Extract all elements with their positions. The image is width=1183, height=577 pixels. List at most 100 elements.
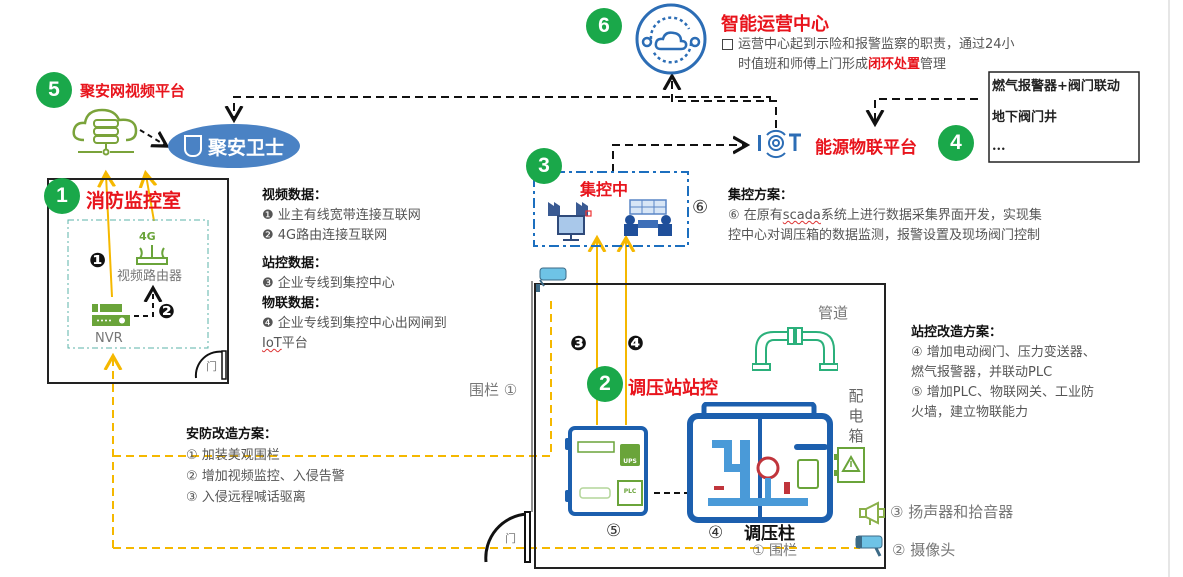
bullet-square-icon	[722, 39, 733, 50]
iot-data-item-rest: 平台	[281, 336, 308, 351]
video-data-header: 视频数据：	[262, 188, 328, 203]
security-plan-header: 安防改造方案：	[186, 427, 278, 442]
legend-speaker: ③ 扬声器和拾音器	[890, 503, 1014, 521]
nvr-label: NVR	[95, 331, 123, 346]
central-plan-suffix: 系统上进行数据采集界面开发，实现集	[820, 208, 1042, 223]
iot-source-item: ...	[992, 139, 1006, 154]
station-plan: 站控改造方案： ④ 增加电动阀门、压力变送器、 燃气报警器，并联动PLC ⑤ 增…	[911, 323, 1096, 423]
station-boundary	[534, 283, 886, 569]
nvr-icon	[92, 304, 130, 326]
ops-desc-line1: 运营中心起到示险和报警监察的职责，通过24小	[738, 37, 1015, 52]
juan-logo: 聚安卫士	[168, 124, 300, 168]
ops-center-badge: 6	[586, 8, 622, 44]
security-plan-line: ① 加装美观围栏	[186, 448, 280, 463]
control-room-icon	[624, 199, 672, 236]
plc-box-marker: ⑤	[606, 521, 622, 541]
svg-text:4G: 4G	[139, 230, 156, 243]
central-plan-header: 集控方案：	[728, 188, 794, 203]
dist-box-label: 配 电 箱	[848, 386, 864, 446]
central-marker-6: ⑥	[692, 197, 709, 218]
station-plan-line: 燃气报警器，并联动PLC	[911, 365, 1053, 380]
fire-room-badge: 1	[44, 178, 80, 214]
iot-platform-title: 能源物联平台	[815, 138, 917, 158]
marker-3: ❸	[570, 331, 587, 355]
nvr-uplink-line	[106, 175, 112, 298]
security-plan-line: ② 增加视频监控、入侵告警	[186, 469, 345, 484]
svg-text:PLC: PLC	[624, 488, 637, 495]
central-control-title: 集控中	[580, 180, 629, 199]
station-badge: 2	[587, 366, 623, 402]
ops-desc-prefix: 时值班和师傅上门形成	[738, 57, 869, 72]
video-platform-badge: 5	[36, 72, 72, 108]
dist-box-char: 电	[848, 407, 864, 425]
station-plan-line: ⑤ 增加PLC、物联网关、工业防	[911, 385, 1094, 400]
iot-source-box	[988, 71, 1140, 163]
station-door-label: 门	[505, 532, 516, 545]
iot-source-list: 燃气报警器+阀门联动 地下阀门井 ...	[992, 75, 1137, 159]
fire-room-border	[47, 178, 229, 384]
central-plan-prefix: ⑥ 在原有	[728, 208, 783, 223]
station-data-item: ❸ 企业专线到集控中心	[262, 276, 395, 291]
router-uplink-line	[146, 175, 154, 222]
central-plan-line2: 控中心对调压箱的数据监测，报警设置及现场阀门控制	[728, 228, 1041, 243]
marker-2: ❷	[158, 299, 175, 323]
plc-box-icon: UPS PLC	[565, 426, 648, 516]
marker-1: ❶	[89, 248, 106, 272]
video-platform-title: 聚安网视频平台	[80, 82, 186, 100]
fire-room-equipment-zone	[67, 219, 209, 349]
fire-room-title: 消防监控室	[86, 190, 182, 212]
camera-icon-legend	[855, 535, 883, 557]
fence-line-middle	[113, 297, 552, 457]
fence-label-bottom: ① 围栏	[752, 543, 798, 559]
iot-to-video-connector	[234, 96, 771, 118]
central-to-iot-connector	[612, 145, 745, 172]
pipe-label: 管道	[818, 304, 849, 322]
router-label: 视频路由器	[117, 269, 183, 284]
dist-box-char: 箱	[848, 427, 864, 445]
ops-desc-line2: 时值班和师傅上门形成闭环处置管理	[722, 57, 946, 72]
video-data-item: ❶ 业主有线宽带连接互联网	[262, 208, 421, 223]
iot-source-item: 燃气报警器+阀门联动	[992, 79, 1120, 94]
central-control-zone	[533, 171, 689, 247]
iot-icon	[758, 129, 801, 159]
nvr-to-router-connector	[134, 290, 153, 317]
legend-camera: ② 摄像头	[892, 541, 956, 559]
distribution-box-icon	[834, 447, 865, 483]
dist-box-char: 配	[848, 387, 864, 405]
security-plan-line: ③ 入侵远程喊话驱离	[186, 490, 306, 505]
station-plan-line: ④ 增加电动阀门、压力变送器、	[911, 345, 1096, 360]
ops-cloud-icon	[635, 3, 707, 75]
ops-center-title: 智能运营中心	[721, 14, 829, 35]
cabinet-marker: ④	[708, 523, 724, 543]
station-door-arc	[484, 512, 528, 563]
video-data-item: ❷ 4G路由连接互联网	[262, 228, 388, 243]
juan-logo-text: 聚安卫士	[207, 136, 284, 159]
ops-center-desc: 运营中心起到示险和报警监察的职责，通过24小 时值班和师傅上门形成闭环处置管理	[722, 35, 1015, 75]
central-plan-line1: ⑥ 在原有scada系统上进行数据采集界面开发，实现集	[728, 206, 1042, 226]
security-plan: 安防改造方案： ① 加装美观围栏 ② 增加视频监控、入侵告警 ③ 入侵远程喊话驱…	[186, 424, 345, 508]
cloud-to-logo-connector	[139, 129, 165, 145]
marker-4: ❹	[627, 331, 644, 355]
ops-desc-emphasis: 闭环处置	[868, 57, 921, 72]
iot-data-header: 物联数据：	[262, 296, 328, 311]
pipe-icon	[752, 327, 838, 371]
camera-icon-top	[536, 267, 567, 292]
iot-platform-badge: 4	[938, 125, 974, 161]
speaker-icon	[859, 501, 885, 525]
factory-monitor-icon	[548, 202, 592, 241]
data-notes: 视频数据： ❶ 业主有线宽带连接互联网 ❷ 4G路由连接互联网 站控数据： ❸ …	[262, 186, 447, 354]
cabinet-label: 调压柱	[744, 524, 795, 544]
fence-label-left: 围栏 ①	[469, 381, 518, 399]
fire-room-door-label: 门	[206, 360, 217, 373]
iot-source-item: 地下阀门井	[992, 110, 1058, 125]
fire-room-door-arc	[194, 350, 225, 379]
4g-router-icon: 4G	[136, 230, 168, 265]
scada-link-text: scada	[782, 208, 821, 223]
central-control-badge: 3	[526, 148, 562, 184]
station-plan-header: 站控改造方案：	[911, 325, 1003, 340]
iot-to-ops-connector	[672, 78, 777, 128]
cloud-server-icon	[72, 108, 138, 156]
sources-to-iot-connector	[875, 98, 978, 122]
ops-desc-suffix: 管理	[920, 57, 947, 72]
